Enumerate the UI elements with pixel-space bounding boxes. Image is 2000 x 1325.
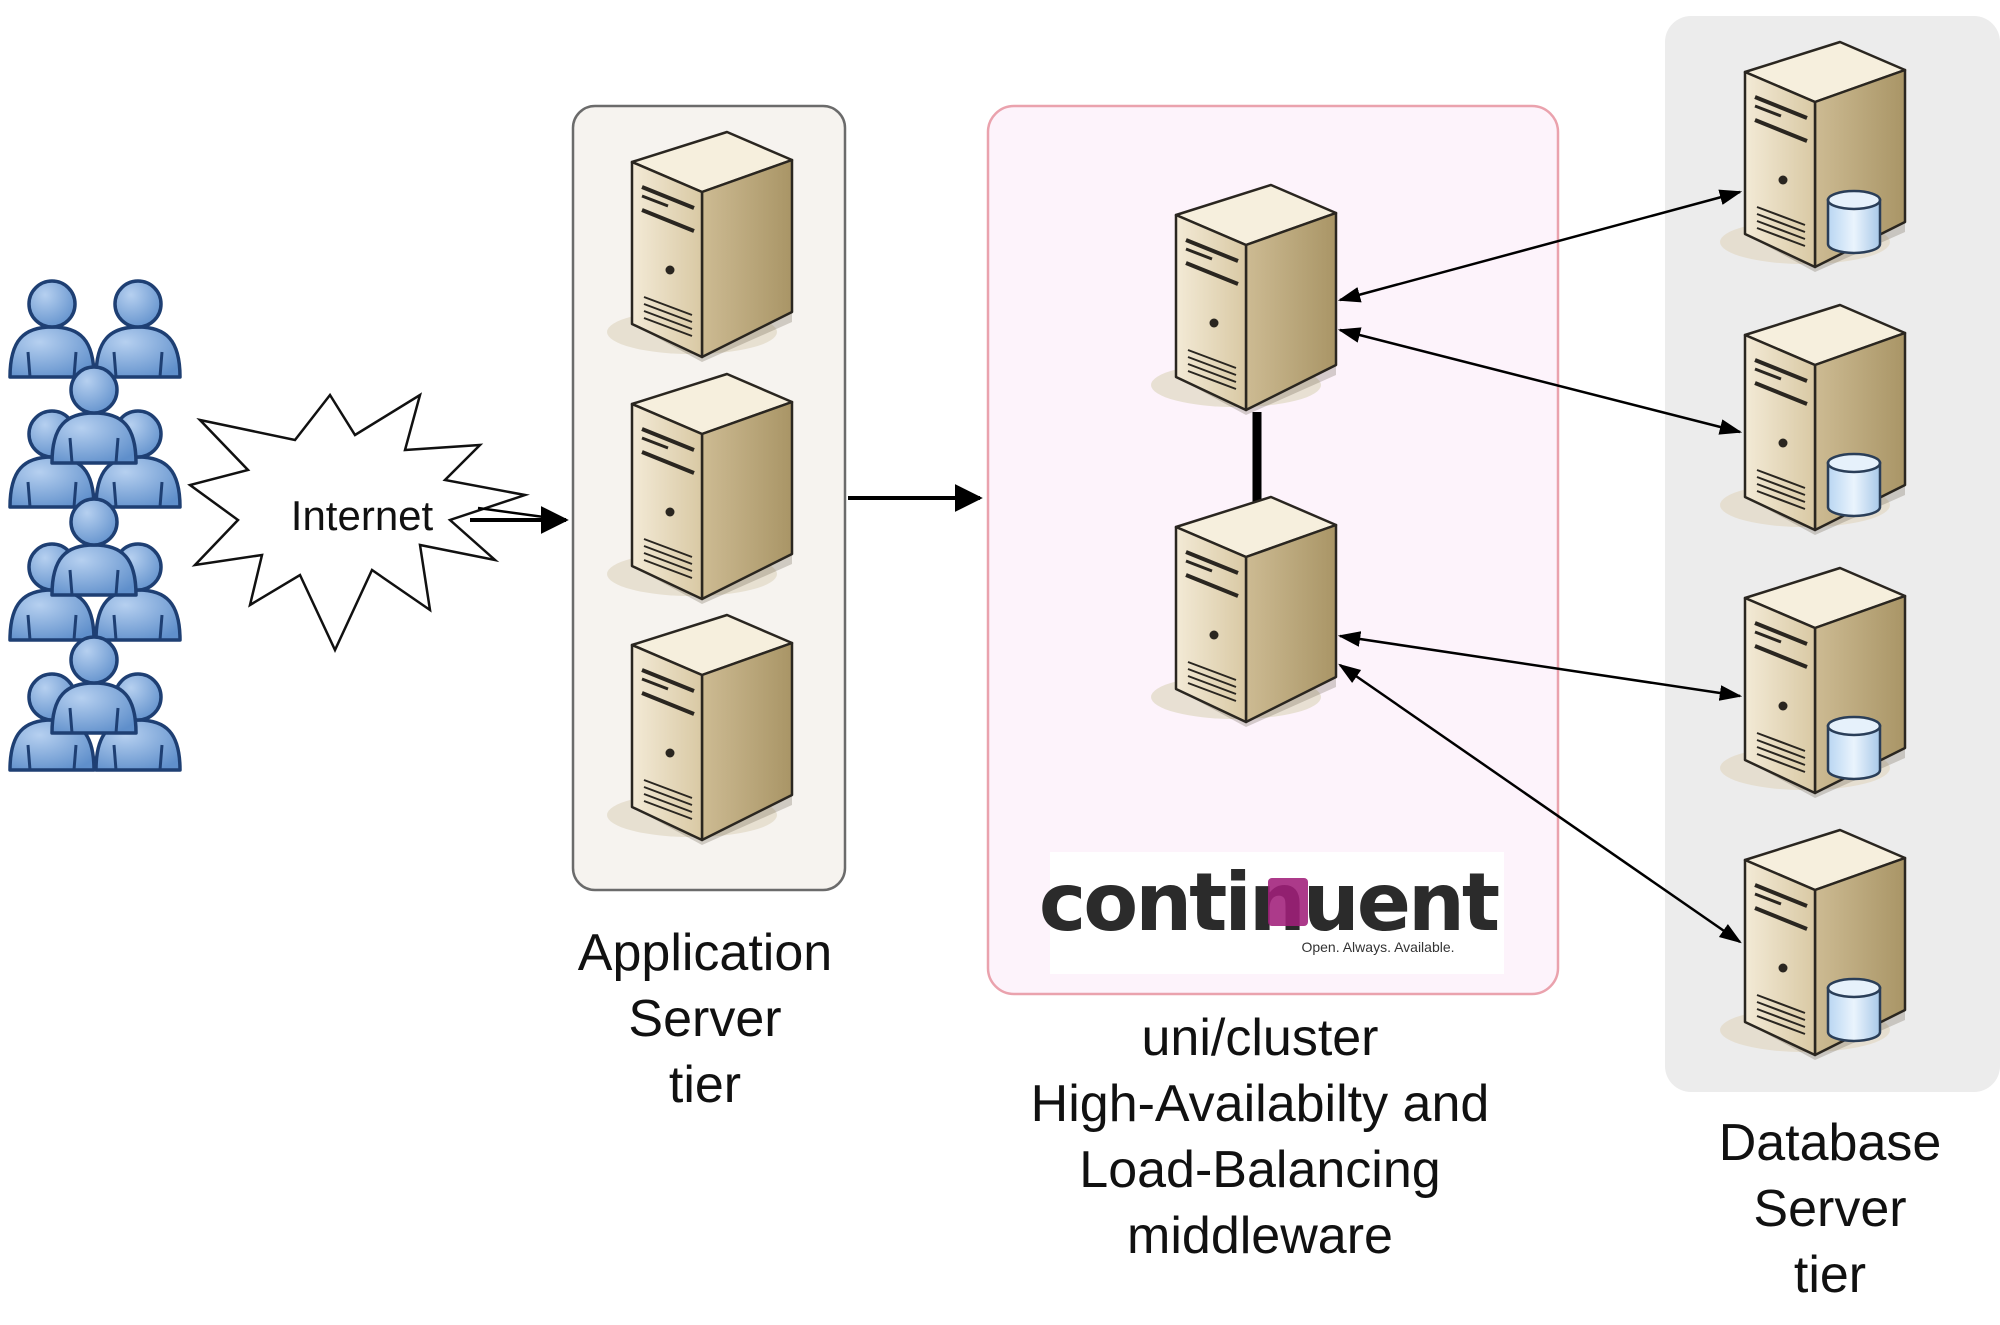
logo-tagline: Open. Always. Available.: [1301, 939, 1454, 955]
connectors: [470, 189, 1743, 944]
app-server-icon-1: [605, 130, 794, 364]
user-icon: [8, 279, 96, 379]
internet-to-app-arrow-2: [477, 506, 567, 522]
internet-burst-icon: Internet: [187, 392, 530, 653]
mw1-db1-arrow: [1337, 189, 1743, 303]
app-tier-label: Application Server tier: [577, 924, 833, 1114]
users-group: [8, 279, 182, 772]
middleware-server-icon-2: [1149, 495, 1338, 729]
mw2-db4-arrow: [1338, 663, 1742, 944]
logo-accent: [1268, 878, 1308, 926]
app-server-icon-3: [605, 613, 794, 847]
continuent-logo: continuent Open. Always. Available.: [1039, 852, 1504, 974]
app-server-icon-2: [605, 372, 794, 606]
middleware-server-icon-1: [1149, 183, 1338, 417]
db-tier-label: Database Server tier: [1718, 1114, 1942, 1304]
user-icon: [94, 279, 182, 379]
database-server-icon-2: [1718, 303, 1907, 537]
database-server-icon-3: [1718, 566, 1907, 800]
middleware-tier-label: uni/cluster High-Availabilty and Load-Ba…: [1030, 1009, 1490, 1265]
internet-label: Internet: [291, 492, 434, 539]
mw1-db2-arrow: [1337, 327, 1743, 435]
db-tier-panel: [1665, 16, 2000, 1092]
database-server-icon-4: [1718, 828, 1907, 1062]
database-server-icon-1: [1718, 40, 1907, 274]
